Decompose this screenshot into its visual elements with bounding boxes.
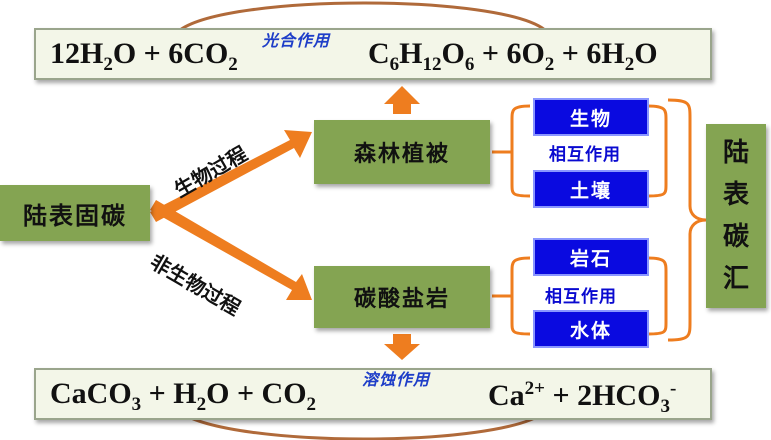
water-factor: 水体 (533, 310, 649, 348)
photosynthesis-catalyst-label: 光合作用 (262, 31, 331, 50)
biological-process-arrow (150, 130, 312, 222)
land-carbon-sink-label: 陆表碳汇 (722, 138, 749, 294)
dissolution-reactants: CaCO3 + H2O + CO2 (50, 377, 317, 415)
photosynthesis-reactants: 12H2O + 6CO2 (50, 37, 238, 75)
photosynthesis-products: C6H12O6 + 6O2 + 6H2O (368, 37, 658, 75)
bottom-loop-arc (179, 410, 546, 440)
bottom-right-bracket (647, 256, 668, 336)
carbonate-down-arrow (384, 334, 420, 360)
sink-brace (667, 98, 707, 342)
bottom-left-bracket (510, 256, 531, 336)
organism-factor: 生物 (533, 98, 649, 136)
land-carbon-sink-node: 陆表碳汇 (706, 124, 766, 308)
top-right-bracket (647, 104, 668, 198)
land-carbon-fixation-node: 陆表固碳 (0, 185, 150, 241)
non-biological-process-arrow (150, 200, 312, 300)
top-left-bracket (510, 104, 531, 198)
dissolution-catalyst-label: 溶蚀作用 (362, 370, 431, 389)
soil-factor: 土壤 (533, 170, 649, 208)
top-loop-arc (179, 1, 546, 32)
interaction-label-top: 相互作用 (549, 145, 621, 165)
dissolution-products: Ca2+ + 2HCO3- (488, 378, 677, 417)
forest-vegetation-node: 森林植被 (314, 120, 490, 184)
interaction-label-bottom: 相互作用 (545, 287, 617, 307)
rock-factor: 岩石 (533, 238, 649, 276)
carbonate-rock-node: 碳酸盐岩 (314, 266, 490, 328)
photosynthesis-equation-box: 12H2O + 6CO2 C6H12O6 + 6O2 + 6H2O (34, 28, 712, 80)
dissolution-equation-box: CaCO3 + H2O + CO2 Ca2+ + 2HCO3- (34, 368, 712, 420)
forest-up-arrow (384, 86, 420, 114)
